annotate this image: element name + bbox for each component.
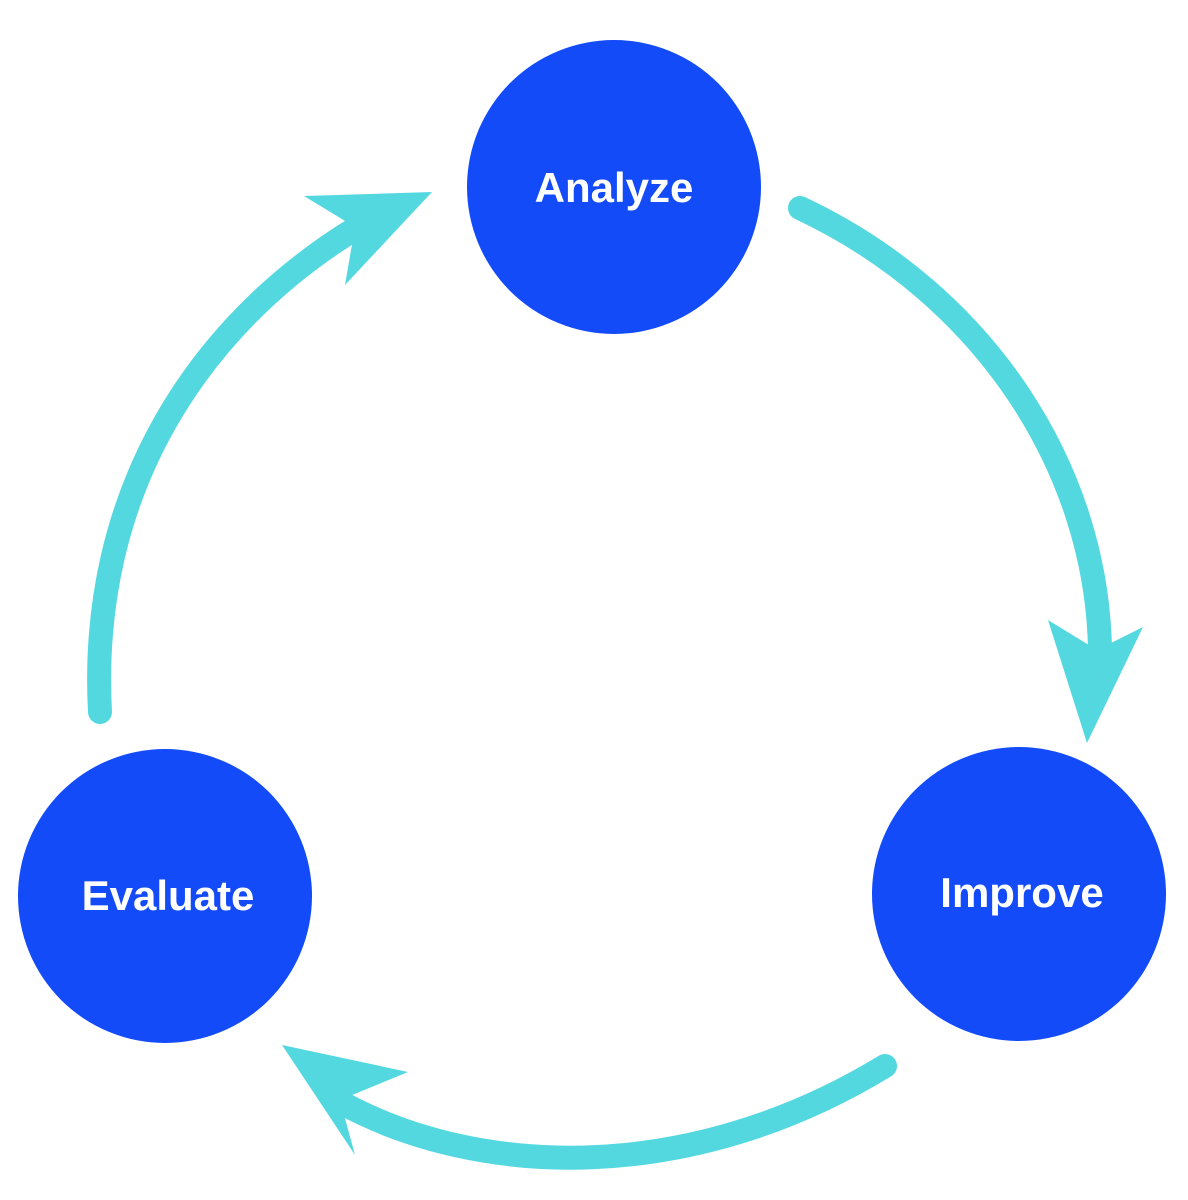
arrow-improve-to-evaluate <box>282 1045 897 1170</box>
arrow-evaluate-to-analyze <box>87 192 432 724</box>
node-label: Evaluate <box>82 872 255 919</box>
arrowhead <box>282 1045 408 1155</box>
arrow-shaft <box>330 1054 897 1170</box>
node-circle <box>18 749 312 1043</box>
node-label: Improve <box>940 869 1103 916</box>
node-circle <box>467 40 761 334</box>
arrowhead <box>304 192 432 285</box>
arrow-shaft <box>87 218 365 724</box>
arrow-analyze-to-improve <box>788 196 1143 743</box>
node-improve: Improve <box>872 747 1166 1041</box>
node-label: Analyze <box>535 164 694 211</box>
node-circle <box>872 747 1166 1041</box>
node-evaluate: Evaluate <box>18 749 312 1043</box>
arrow-shaft <box>788 196 1112 664</box>
arrowhead <box>1048 620 1143 743</box>
node-analyze: Analyze <box>467 40 761 334</box>
